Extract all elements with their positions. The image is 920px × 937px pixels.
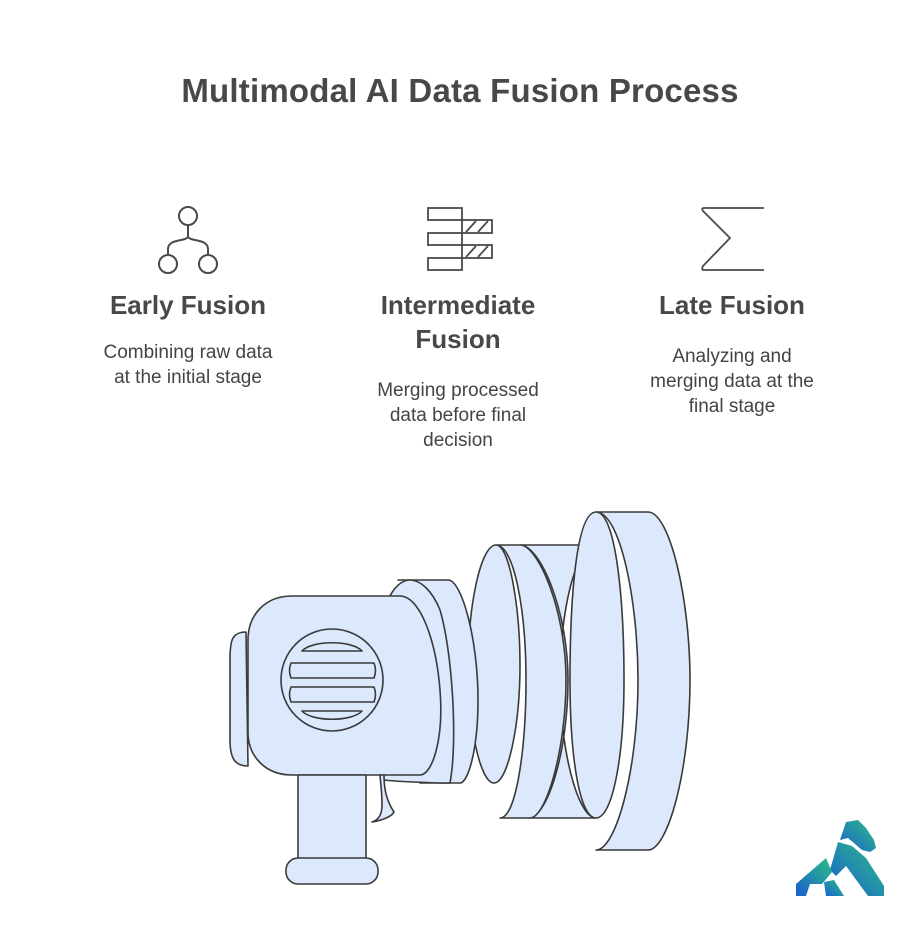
stage-title: Late Fusion	[659, 290, 805, 320]
stage-description-line: at the initial stage	[114, 367, 262, 388]
layered-blocks-icon	[427, 207, 493, 271]
page-title: Multimodal AI Data Fusion Process	[181, 72, 739, 109]
stage-title-line: Intermediate	[380, 290, 536, 320]
stage-description: Combining raw data at the initial stage	[60, 340, 316, 390]
gorilla-logo-icon	[796, 820, 884, 896]
stage-description-line: merging data at the	[650, 371, 814, 392]
stage-description-line: decision	[423, 430, 493, 451]
stage-intermediate-fusion: Intermediate Fusion Merging processed da…	[330, 200, 586, 460]
stage-description-line: Merging processed	[377, 380, 539, 401]
stage-description: Merging processed data before final deci…	[330, 378, 586, 453]
stage-title: Early Fusion	[109, 290, 267, 320]
stage-description-line: final stage	[688, 396, 776, 417]
hierarchy-tree-icon	[158, 206, 218, 274]
stage-late-fusion: Late Fusion Analyzing and merging data a…	[604, 200, 860, 430]
stage-early-fusion: Early Fusion Combining raw data at the i…	[60, 200, 316, 400]
stage-description-line: Analyzing and	[672, 346, 792, 367]
stage-description: Analyzing and merging data at the final …	[604, 344, 860, 419]
stage-description-line: data before final	[389, 405, 527, 426]
stage-title-line: Fusion	[415, 324, 501, 354]
stage-description-line: Combining raw data	[103, 342, 273, 363]
sigma-sum-icon	[701, 207, 764, 271]
